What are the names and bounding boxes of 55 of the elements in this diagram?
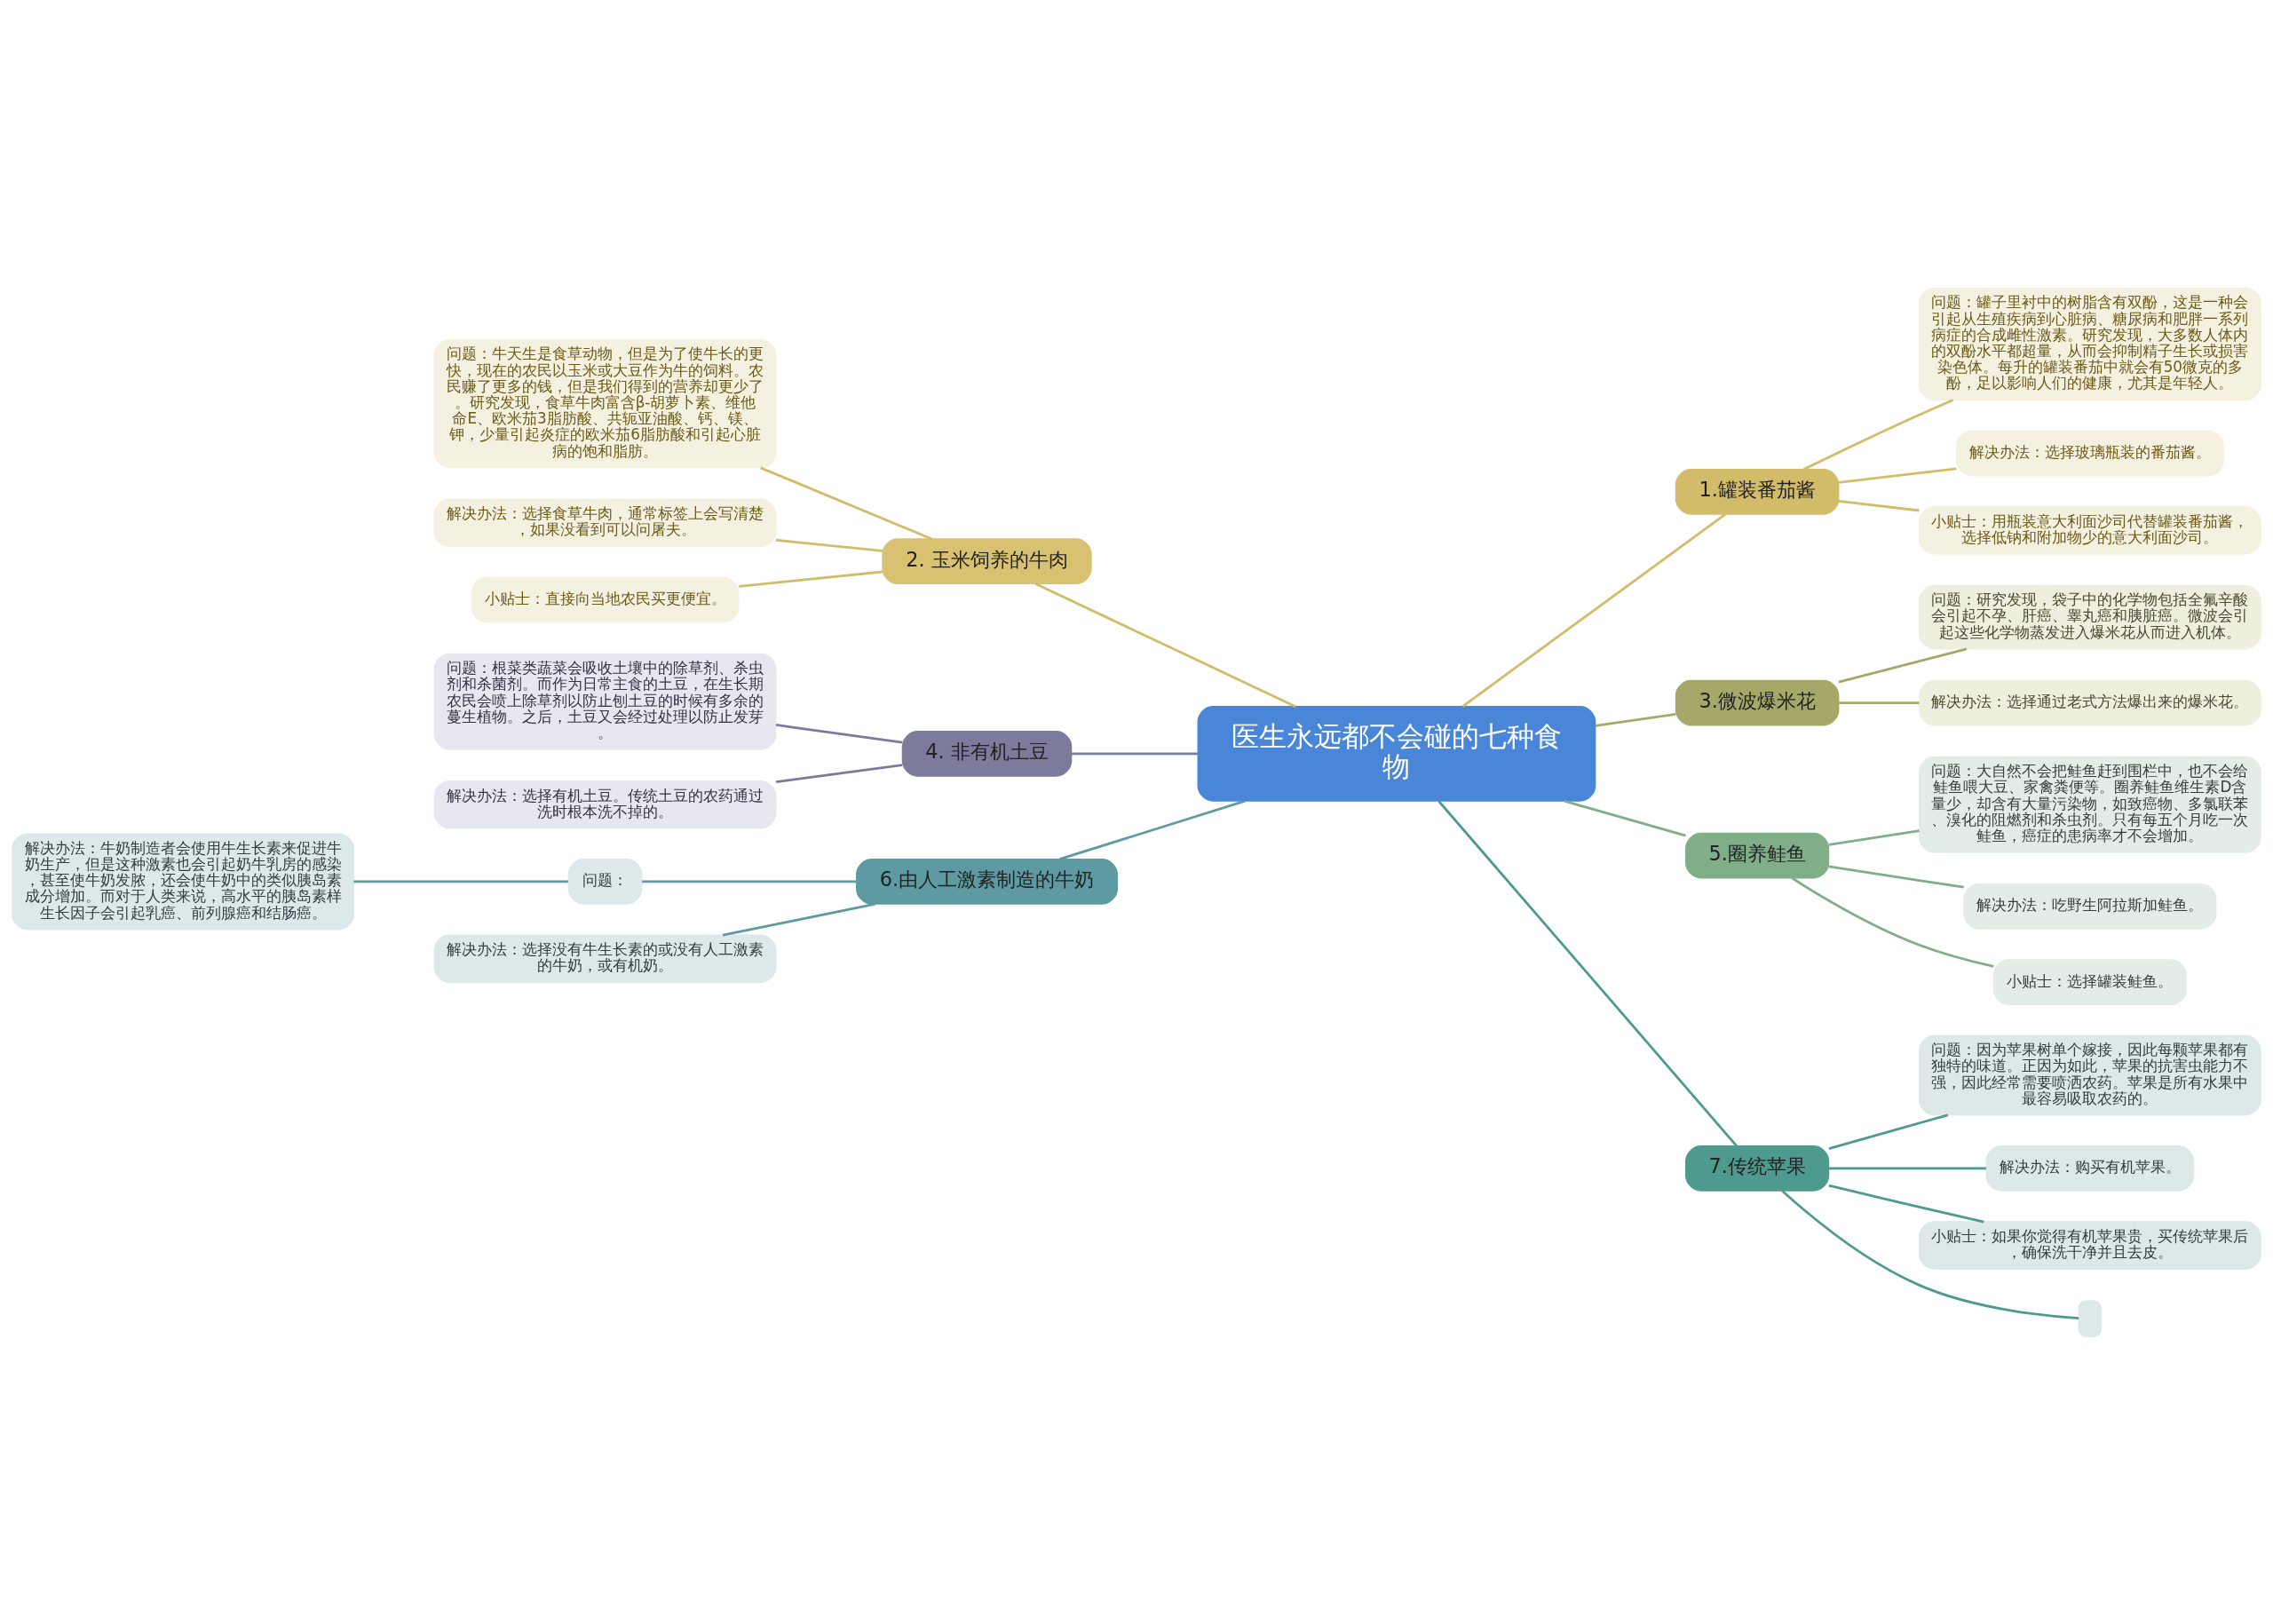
- connector: [1791, 876, 1994, 968]
- connector: [775, 723, 903, 743]
- connector: [1828, 1113, 1949, 1150]
- connector: [775, 538, 883, 552]
- node-box: 1.罐装番茄酱: [1675, 468, 1840, 515]
- connector: [1828, 1167, 1986, 1169]
- connector: [1828, 828, 1920, 846]
- node-box: 5.圈养鲑鱼: [1685, 832, 1830, 878]
- node-box: 解决办法：选择通过老式方法爆出来的爆米花。: [1918, 679, 2261, 725]
- node-box: 小贴士：如果你觉得有机苹果贵，买传统苹果后，确保洗干净并且去皮。: [1918, 1220, 2261, 1270]
- node-box: 小贴士：用瓶装意大利面沙司代替罐装番茄酱，选择低钠和附加物少的意大利面沙司。: [1918, 505, 2261, 555]
- node-box: 医生永远都不会碰的七种食物: [1197, 705, 1596, 802]
- node-box: 问题：: [567, 858, 643, 905]
- node-box: [2078, 1299, 2103, 1337]
- connector: [1828, 864, 1964, 889]
- node-box: 问题：罐子里衬中的树脂含有双酚，这是一种会引起从生殖疾病到心脏病、糖尿病和肥胖一系列病症的合成雌性激素。研究发现，大多数人体内的双酚水平都超量，从而会抑制精子生长或损害染色体。每升的罐装番茄中就会有50微克的多酚，足以影响人们的健康，尤其是年轻人。: [1918, 287, 2261, 400]
- connector: [1034, 582, 1296, 708]
- node-box: 解决办法：购买有机苹果。: [1985, 1145, 2195, 1192]
- node-box: 3.微波爆米花: [1675, 679, 1840, 725]
- connector: [760, 466, 932, 540]
- node-box: 小贴士：选择罐装鲑鱼。: [1992, 958, 2187, 1005]
- node-box: 2. 玉米饲养的牛肉: [882, 537, 1092, 584]
- connector: [1828, 1184, 1984, 1223]
- connector: [1781, 1190, 2079, 1319]
- connector: [722, 902, 876, 936]
- node-box: 问题：大自然不会把鲑鱼赶到围栏中，也不会给鲑鱼喂大豆、家禽粪便等。圈养鲑鱼维生素D含量少，却含有大量污染物，如致癌物、多氯联苯、溴化的阻燃剂和杀虫剂。只有每五个月吃一次鲑鱼，癌症的患病率才不会增加。: [1918, 756, 2261, 853]
- node-box: 问题：根菜类蔬菜会吸收土壤中的除草剂、杀虫剂和杀菌剂。而作为日常主食的土豆，在生长期农民会喷上除草剂以防止刨土豆的时候有多余的蔓生植物。之后，土豆又会经过处理以防止发芽。: [433, 653, 777, 750]
- node-box: 解决办法：吃野生阿拉斯加鲑鱼。: [1963, 883, 2217, 930]
- connector: [1564, 799, 1686, 836]
- node-box: 问题：研究发现，袋子中的化学物包括全氟辛酸会引起不孕、肝癌、睾丸癌和胰脏癌。微波会引起这些化学物蒸发进入爆米花从而进入机体。: [1918, 584, 2261, 649]
- node-box: 问题：牛天生是食草动物，但是为了使牛长的更快，现在的农民以玉米或大豆作为牛的饲料。农民赚了更多的钱，但是我们得到的营养却更少了。研究发现，食草牛肉富含β-胡萝卜素、维他命E、欧米茄3脂肪酸、共轭亚油酸、钙、镁、钾，少量引起炎症的欧米茄6脂肪酸和引起心脏病的饱和脂肪。: [433, 338, 777, 468]
- connector: [642, 880, 857, 883]
- node-box: 7.传统苹果: [1685, 1145, 1830, 1192]
- node-box: 4. 非有机土豆: [901, 730, 1073, 777]
- connector: [1802, 398, 1954, 471]
- connector: [1437, 800, 1738, 1146]
- connector: [739, 570, 883, 588]
- node-box: 小贴士：直接向当地农民买更便宜。: [471, 576, 740, 622]
- connector: [1838, 646, 1968, 683]
- connector: [1071, 752, 1198, 755]
- connector: [1058, 799, 1246, 860]
- connector: [353, 880, 568, 883]
- connector: [1839, 701, 1920, 704]
- node-box: 解决办法：选择没有牛生长素的或没有人工激素的牛奶，或有机奶。: [433, 933, 777, 983]
- node-box: 解决办法：选择玻璃瓶装的番茄酱。: [1955, 430, 2224, 476]
- node-box: 6.由人工激素制造的牛奶: [856, 858, 1119, 905]
- node-box: 解决办法：牛奶制造者会使用牛生长素来促进牛奶生产，但是这种激素也会引起奶牛乳房的感染，甚至使牛奶发脓，还会使牛奶中的类似胰岛素成分增加。而对于人类来说，高水平的胰岛素样生长因子会引起乳癌、前列腺癌和结肠癌。: [12, 832, 355, 930]
- connector: [775, 763, 903, 783]
- node-box: 问题：因为苹果树单个嫁接，因此每颗苹果都有独特的味道。正因为如此，苹果的抗害虫能力不强，因此经常需要喷洒农药。苹果是所有水果中最容易吸取农药的。: [1918, 1034, 2261, 1115]
- connector: [1595, 712, 1676, 727]
- node-box: 解决办法：选择有机土豆。传统土豆的农药通过洗时根本洗不掉的。: [433, 780, 777, 829]
- node-box: 解决办法：选择食草牛肉，通常标签上会写清楚，如果没看到可以问屠夫。: [433, 498, 777, 547]
- connector: [1838, 467, 1957, 484]
- connector: [1838, 499, 1920, 511]
- connector: [1461, 512, 1726, 708]
